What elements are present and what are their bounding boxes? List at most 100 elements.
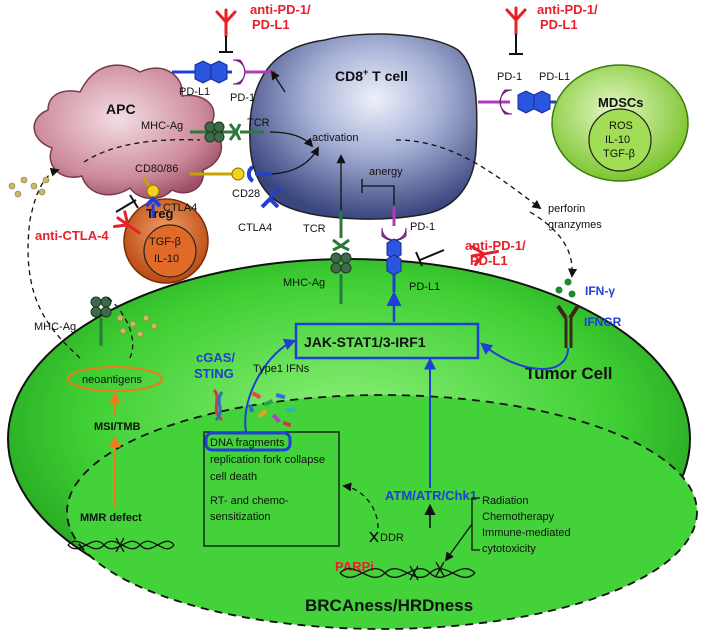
msi-label: MSI/TMB <box>94 421 140 433</box>
apc-cell <box>33 64 223 200</box>
dna-fragments-highlight <box>204 431 292 452</box>
neoantigens-label: neoantigens <box>82 374 142 386</box>
cd28-label: CD28 <box>232 188 260 200</box>
pd1-tumor-receptor <box>381 207 407 242</box>
ctla4-t-receptor <box>260 186 282 209</box>
pd1-mdsc-label: PD-1 <box>497 71 522 83</box>
arrow-neo-to-apc <box>27 167 81 359</box>
arrow-sting-to-jak <box>244 338 297 433</box>
treg-cytokine-2: IL-10 <box>154 253 179 265</box>
ifngr-receptor <box>556 304 580 348</box>
ifng-dots <box>555 278 576 298</box>
drug-anti-ctla4: anti-CTLA-4 <box>35 228 109 243</box>
mhc-apc-complex <box>190 121 264 143</box>
tumor-nucleus <box>66 394 698 630</box>
atm-label: ATM/ATR/Chk1 <box>385 488 477 503</box>
arrow-perforin <box>395 139 542 210</box>
stressor-chemo: Chemotherapy <box>482 511 555 523</box>
stressor-immune: Immune-mediated <box>482 527 571 539</box>
apc-label: APC <box>106 101 136 117</box>
mhc-tumor-complex <box>330 212 352 304</box>
drug-anti-pd1-right: anti-PD-1/PD-L1 <box>537 2 598 32</box>
anergy-label: anergy <box>369 166 403 178</box>
antigen-dots <box>8 176 158 338</box>
mhc-apc-label: MHC-Ag <box>141 120 183 132</box>
granzymes-label: granzymes <box>548 219 602 231</box>
tcr-tumor-label: TCR <box>303 223 326 235</box>
mhc-left-complex <box>90 296 112 346</box>
inhibition-bar-right <box>509 34 523 55</box>
dna-box-line-2: replication fork collapse <box>210 454 325 466</box>
pdl1-tumor-label: PD-L1 <box>409 281 440 293</box>
inhibition-anergy <box>361 179 395 205</box>
activation-label: activation <box>312 132 358 144</box>
pdl1-mdsc-receptor <box>517 90 556 114</box>
dna-helix-left-icon <box>67 537 175 553</box>
type1-label: Type1 IFNs <box>253 363 310 375</box>
stressor-radiation: Radiation <box>482 495 528 507</box>
arrow-neo-to-mhc <box>104 295 134 359</box>
drug-anti-pd1-mid: anti-PD-1/PD-L1 <box>465 238 526 268</box>
pd1-apc-receptor <box>232 59 276 85</box>
pd1-tumor-label: PD-1 <box>410 221 435 233</box>
mhc-left-label: MHC-Ag <box>34 321 76 333</box>
inhibition-bar-ctla4 <box>115 194 139 213</box>
pdl1-tumor-receptor <box>386 238 402 292</box>
pd1-apc-label: PD-1 <box>230 92 255 104</box>
ctla4-treg-complex <box>142 176 162 218</box>
inhibition-bar-top <box>219 36 233 53</box>
neoantigens-oval <box>67 366 163 392</box>
arrow-stressors-to-dna <box>444 523 473 562</box>
ctla4-t-label: CTLA4 <box>238 222 272 234</box>
pdl1-apc-receptor <box>172 60 232 84</box>
dna-fragments-icon <box>212 388 296 428</box>
arrow-cd28-to-activation <box>271 146 319 175</box>
drug-anti-pd1-top: anti-PD-1/PD-L1 <box>250 2 311 32</box>
arrow-pd1-to-activation <box>271 70 286 93</box>
parpi-cross <box>369 531 379 543</box>
ifng-label: IFN-γ <box>585 284 615 298</box>
perforin-label: perforin <box>548 203 585 215</box>
tumor-cell-label: Tumor Cell <box>525 364 613 383</box>
inhibition-bar-mid <box>415 249 445 267</box>
pdl1-mdsc-label: PD-L1 <box>539 71 570 83</box>
pdl1-apc-label: PD-L1 <box>179 86 210 98</box>
ddr-label: DDR <box>380 532 404 544</box>
arrow-tcr-to-activation <box>269 131 314 148</box>
dna-helix-right-icon <box>339 561 476 581</box>
cd28-complex <box>190 165 272 183</box>
pd1-mdsc-receptor <box>478 89 513 115</box>
cgas-label: cGAS/ <box>196 350 235 365</box>
mdscs-item-tgfb: TGF-β <box>603 148 635 160</box>
mdscs-nucleus <box>588 108 652 172</box>
ctla4-treg-label: CTLA4 <box>163 202 197 214</box>
arrow-to-ifng <box>529 211 578 278</box>
dna-box-line-4: RT- and chemo- <box>210 495 289 507</box>
arrow-ifngr-to-jak <box>480 342 569 370</box>
mhc-tumor-label: MHC-Ag <box>283 277 325 289</box>
nucleus-label: BRCAness/HRDness <box>305 596 473 615</box>
tcell-body <box>249 33 478 220</box>
ifngr-label: IFNGR <box>584 315 622 329</box>
mdscs-label: MDSCs <box>598 95 644 110</box>
antibody-icon-top <box>215 8 237 38</box>
antibody-icon-right <box>505 6 527 36</box>
jak-stat-label: JAK-STAT1/3-IRF1 <box>304 334 426 350</box>
tcr-apc-label: TCR <box>247 117 270 129</box>
stressor-cytotox: cytotoxicity <box>482 543 536 555</box>
mdscs-item-ros: ROS <box>609 120 633 132</box>
dna-box-line-5: sensitization <box>210 511 271 523</box>
dna-box-line-3: cell death <box>210 471 257 483</box>
arrow-ddr-to-box <box>342 482 379 529</box>
arrow-tcell-dashed <box>83 139 201 163</box>
sting-label: STING <box>194 366 234 381</box>
mdscs-item-il10: IL-10 <box>605 134 630 146</box>
tcell-label: CD8+ T cell <box>335 67 408 84</box>
treg-cytokine-1: TGF-β <box>149 236 181 248</box>
dna-box-line-1: DNA fragments <box>210 437 285 449</box>
mmr-label: MMR defect <box>80 512 142 524</box>
cd80-label: CD80/86 <box>135 163 178 175</box>
treg-nucleus <box>143 224 197 278</box>
